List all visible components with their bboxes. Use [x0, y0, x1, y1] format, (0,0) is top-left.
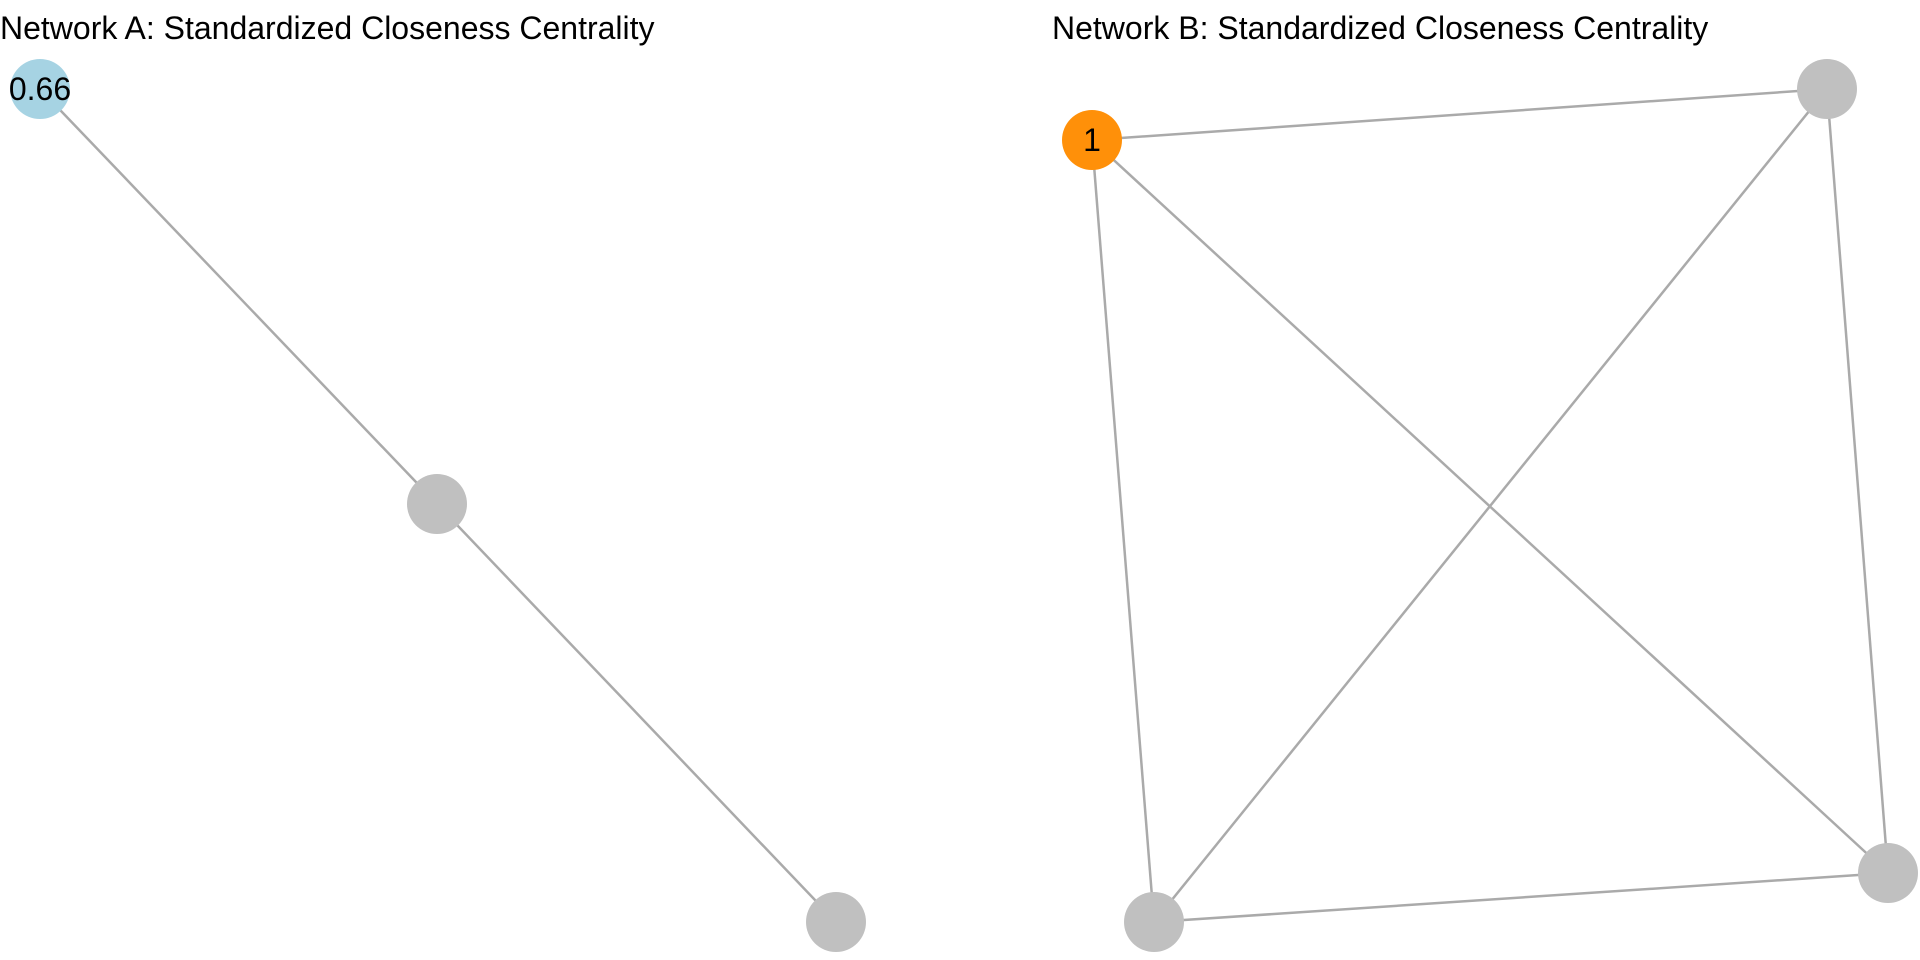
edge-a1-a2	[39, 88, 438, 505]
labels-layer: 0.66 1	[9, 71, 1101, 158]
network-b-title: Network B: Standardized Closeness Centra…	[1052, 10, 1709, 46]
edge-b3-b4	[1153, 871, 1889, 924]
node-label-b1: 1	[1083, 122, 1101, 158]
edge-a2-a3	[436, 503, 837, 923]
node-a1	[10, 59, 70, 119]
node-a3	[806, 892, 866, 952]
edge-b2-b3	[1153, 88, 1828, 923]
network-a-title: Network A: Standardized Closeness Centra…	[0, 10, 655, 46]
node-b2	[1797, 59, 1857, 119]
node-label-a1: 0.66	[9, 71, 71, 107]
node-b1	[1062, 110, 1122, 170]
edges-layer	[39, 87, 1890, 924]
edge-b1-b3	[1090, 139, 1156, 923]
edge-b1-b2	[1091, 87, 1828, 142]
node-b3	[1124, 892, 1184, 952]
node-a2	[407, 474, 467, 534]
nodes-layer	[10, 59, 1918, 952]
node-b4	[1858, 843, 1918, 903]
edge-b2-b4	[1825, 88, 1890, 874]
